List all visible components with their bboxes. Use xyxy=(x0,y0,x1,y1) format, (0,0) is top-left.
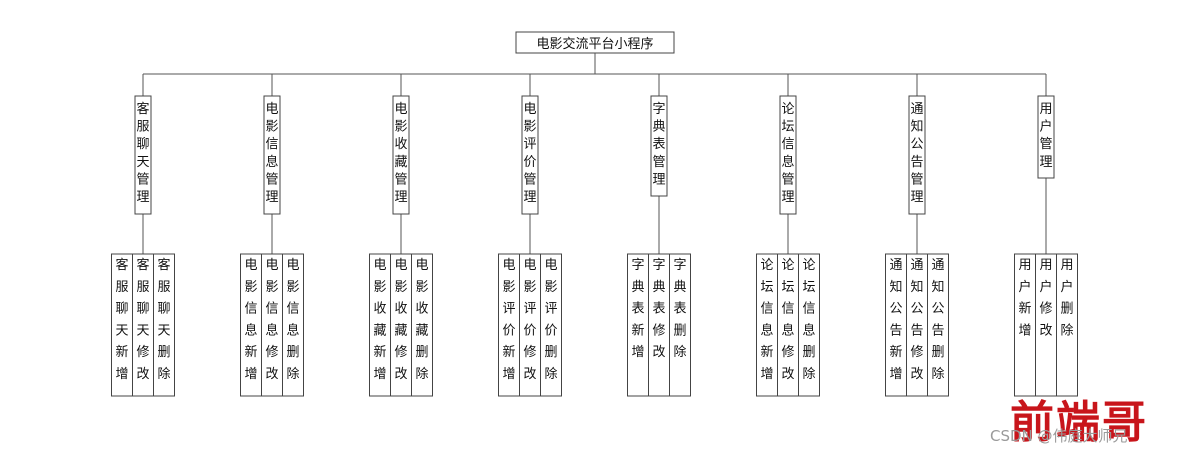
leaf-label: 电影信息修改 xyxy=(265,258,278,382)
leaf-label: 通知公告修改 xyxy=(910,258,923,382)
leaf-label: 用户新增 xyxy=(1018,258,1031,338)
leaf-label: 通知公告新增 xyxy=(889,258,902,382)
leaf-label: 通知公告删除 xyxy=(931,258,944,382)
leaf-group-box xyxy=(627,253,691,397)
module-label: 电影评价管理 xyxy=(523,102,536,205)
module-label: 用户管理 xyxy=(1039,102,1052,170)
module-box xyxy=(134,95,152,215)
leaf-label: 字典表删除 xyxy=(673,258,686,360)
watermark-brand: 前端哥 xyxy=(1010,397,1148,448)
module-label: 字典表管理 xyxy=(652,102,665,187)
leaf-group-box xyxy=(498,253,562,397)
module-box xyxy=(392,95,410,215)
leaf-label: 电影收藏删除 xyxy=(415,258,428,382)
leaf-label: 电影收藏修改 xyxy=(394,258,407,382)
module-label: 客服聊天管理 xyxy=(136,101,149,205)
module-label: 电影信息管理 xyxy=(265,102,278,205)
leaf-label: 电影评价删除 xyxy=(544,258,557,382)
connector-lines xyxy=(142,53,1047,254)
leaf-label: 论坛信息删除 xyxy=(802,258,815,382)
leaf-label: 客服聊天修改 xyxy=(136,257,149,382)
leaf-label: 论坛信息修改 xyxy=(781,258,794,382)
leaf-group-box xyxy=(240,253,304,397)
module-nodes: 客服聊天管理 电影信息管理 电影收藏管理 电影评价管理 字典表管理 论坛信息管理 通知公告管… xyxy=(134,95,1055,215)
module-label: 电影收藏管理 xyxy=(394,102,407,205)
leaf-group-box xyxy=(1014,253,1078,397)
leaf-label: 字典表修改 xyxy=(652,258,665,360)
leaf-group-box xyxy=(111,253,175,397)
module-label: 论坛信息管理 xyxy=(781,102,794,205)
module-label: 通知公告管理 xyxy=(910,102,923,205)
leaf-label: 客服聊天新增 xyxy=(115,257,128,382)
leaf-label: 用户删除 xyxy=(1060,258,1073,338)
module-box xyxy=(263,95,281,215)
leaf-label: 电影信息新增 xyxy=(244,258,257,382)
leaf-label: 电影信息删除 xyxy=(286,258,299,382)
root-label: 电影交流平台小程序 xyxy=(536,36,653,52)
leaf-group-box xyxy=(756,253,820,397)
module-box xyxy=(779,95,797,215)
leaf-label: 字典表新增 xyxy=(631,258,644,360)
module-box xyxy=(650,95,668,197)
leaf-label: 电影收藏新增 xyxy=(373,258,386,382)
module-box xyxy=(1037,95,1055,179)
leaf-group-box xyxy=(885,253,949,397)
leaf-label: 电影评价修改 xyxy=(523,258,536,382)
leaf-label: 用户修改 xyxy=(1039,258,1052,338)
module-box xyxy=(908,95,926,215)
leaf-label: 论坛信息新增 xyxy=(760,258,773,382)
leaf-label: 客服聊天删除 xyxy=(157,257,170,382)
watermark-source: CSDN @伟庭大师兄 xyxy=(990,427,1128,445)
module-box xyxy=(521,95,539,215)
leaf-label: 电影评价新增 xyxy=(502,258,515,382)
leaf-group-box xyxy=(369,253,433,397)
